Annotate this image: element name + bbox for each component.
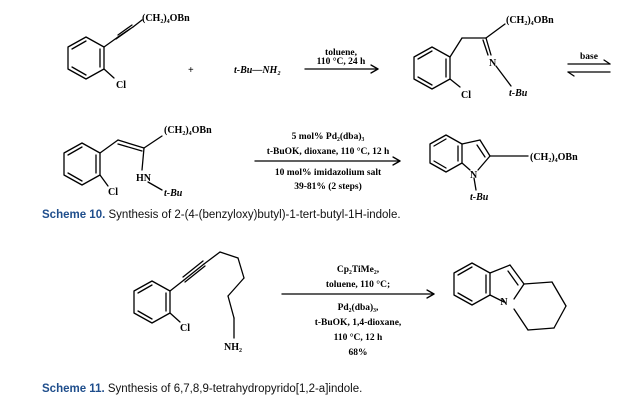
enamine-chain-label: (CH₂)₄OBn xyxy=(164,125,212,136)
arrow-1 xyxy=(304,64,379,74)
scheme10-caption: Scheme 10. Synthesis of 2-(4-(benzyloxy)… xyxy=(42,209,401,221)
scheme11-caption-text: Synthesis of 6,7,8,9-tetrahydropyrido[1,… xyxy=(107,383,363,395)
arrow3-below-line4: 68% xyxy=(349,348,368,358)
arrow2-above-line2: t-BuOK, dioxane, 110 °C, 12 h xyxy=(267,146,390,157)
arrow1-below-text: 110 °C, 24 h xyxy=(317,56,366,67)
sm2-nh2-label: NH₂ xyxy=(224,342,242,353)
arrow3-below-line1: Pd₂(dba)₃, xyxy=(338,302,379,313)
arrow-2 xyxy=(254,156,401,166)
arrow3-below-line2: t-BuOK, 1,4-dioxane, xyxy=(315,318,402,328)
base-label: base xyxy=(580,52,598,62)
pyridoindole-structure xyxy=(453,262,567,331)
sm1-chain-label: (CH₂)₄OBn xyxy=(142,13,190,24)
scheme10-caption-text: Synthesis of 2-(4-(benzyloxy)butyl)-1-te… xyxy=(108,209,401,221)
imine-n-label: N xyxy=(489,58,497,69)
equilibrium-arrows xyxy=(567,59,611,77)
scheme11-caption: Scheme 11. Synthesis of 6,7,8,9-tetrahyd… xyxy=(42,383,362,395)
sm1-cl-label: Cl xyxy=(116,80,126,91)
arrow3-below-line3: 110 °C, 12 h xyxy=(334,332,383,343)
imine-chain-label: (CH₂)₄OBn xyxy=(506,15,554,26)
sm2-cl-label: Cl xyxy=(180,323,190,334)
arrow-3 xyxy=(281,289,435,299)
sm2-structure xyxy=(133,251,245,339)
scheme10-caption-number: Scheme 10. xyxy=(42,209,106,221)
imine-cl-label: Cl xyxy=(461,90,471,101)
enamine-hn-label: HN xyxy=(136,173,152,184)
indole-tbu-label: t-Bu xyxy=(470,192,489,203)
indole-structure xyxy=(429,134,529,191)
imine-tbu-label: t-Bu xyxy=(509,88,528,99)
scheme11-caption-number: Scheme 11. xyxy=(42,383,105,395)
arrow2-below-line2: 39-81% (2 steps) xyxy=(294,181,362,192)
indole-chain-label: (CH₂)₄OBn xyxy=(530,152,578,163)
pyridoindole-n-label: N xyxy=(500,297,508,308)
indole-n-label: N xyxy=(470,170,478,181)
sm1-structure xyxy=(67,19,143,80)
enamine-structure xyxy=(63,135,163,191)
enamine-cl-label: Cl xyxy=(108,187,118,198)
plus-sign: + xyxy=(188,65,194,76)
enamine-tbu-label: t-Bu xyxy=(164,188,183,199)
arrow3-above-line2: toluene, 110 °C; xyxy=(326,279,390,290)
arrow2-above-line1: 5 mol% Pd₂(dba)₃ xyxy=(292,131,365,142)
imine-structure xyxy=(413,23,512,90)
arrow1-above-text: toluene, xyxy=(325,48,358,58)
amine-label: t-Bu—NH₂ xyxy=(234,65,281,76)
arrow3-above-line1: Cp₂TiMe₂, xyxy=(337,265,380,275)
arrow2-below-line1: 10 mol% imidazolium salt xyxy=(275,168,382,178)
